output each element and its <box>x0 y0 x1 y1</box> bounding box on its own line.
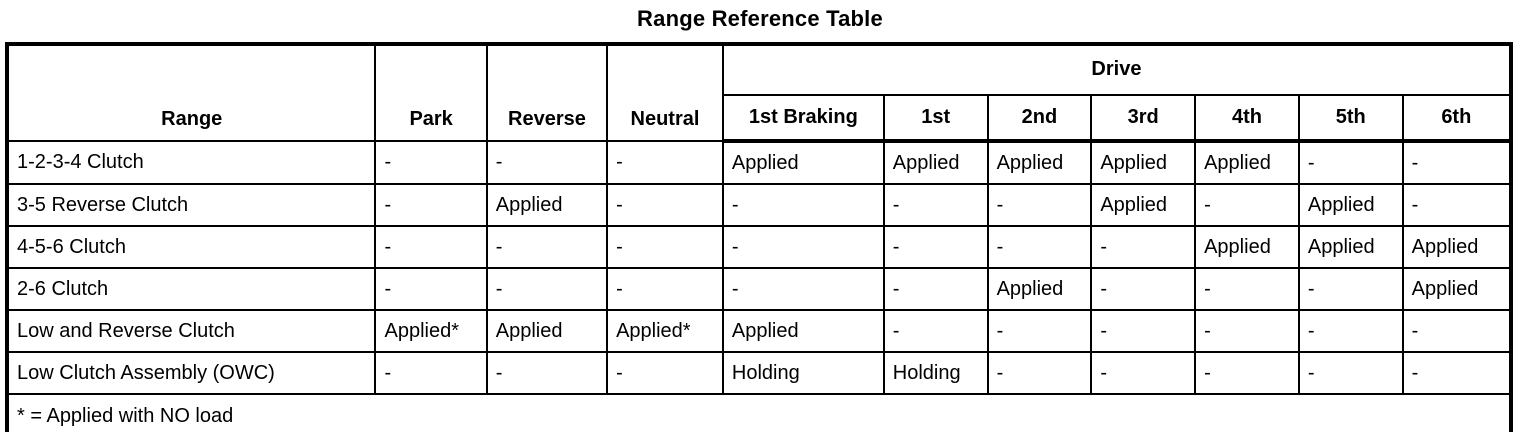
column-header-park: Park <box>374 43 488 142</box>
value-cell: - <box>882 267 989 311</box>
column-header-6th: 6th <box>1401 93 1513 144</box>
value-cell: - <box>1297 351 1404 395</box>
row-label: 2-6 Clutch <box>5 267 377 311</box>
value-cell: - <box>986 183 1093 227</box>
value-cell: - <box>721 183 885 227</box>
column-header-4th: 4th <box>1194 93 1300 144</box>
value-cell: - <box>1090 267 1197 311</box>
value-cell: Applied <box>1090 183 1197 227</box>
column-group-header-drive: Drive <box>721 43 1513 96</box>
value-cell: - <box>606 351 724 395</box>
value-cell: - <box>485 140 609 185</box>
value-cell: - <box>986 309 1093 353</box>
footnote-row: * = Applied with NO load <box>6 393 1512 432</box>
value-cell: - <box>1297 309 1404 353</box>
value-cell: Applied <box>1401 267 1513 311</box>
value-cell: Applied <box>1401 225 1513 269</box>
header-row-drive-gears: 1st Braking 1st 2nd 3rd 4th 5th 6th <box>7 93 1513 144</box>
column-header-5th: 5th <box>1297 93 1404 144</box>
column-header-neutral: Neutral <box>606 43 724 142</box>
value-cell: Applied* <box>374 309 488 353</box>
value-cell: - <box>1194 267 1300 311</box>
value-cell: - <box>1194 309 1300 353</box>
value-cell: - <box>721 267 885 311</box>
value-cell: Applied <box>1194 225 1300 269</box>
value-cell: - <box>485 351 609 395</box>
table-row: 2-6 Clutch-----Applied---Applied <box>5 267 1513 311</box>
value-cell: Applied <box>986 267 1093 311</box>
column-header-range: Range <box>5 43 377 142</box>
value-cell: Applied <box>1090 140 1197 185</box>
value-cell: Holding <box>721 351 885 395</box>
value-cell: Applied <box>986 140 1093 185</box>
value-cell: - <box>986 225 1093 269</box>
row-label: Low and Reverse Clutch <box>5 309 377 353</box>
value-cell: - <box>1194 351 1300 395</box>
value-cell: - <box>606 225 724 269</box>
value-cell: - <box>606 183 724 227</box>
value-cell: - <box>1401 140 1513 185</box>
value-cell: - <box>374 225 488 269</box>
value-cell: Applied <box>1297 183 1404 227</box>
value-cell: - <box>606 267 724 311</box>
value-cell: Applied <box>485 183 609 227</box>
column-header-3rd: 3rd <box>1090 93 1197 144</box>
column-header-2nd: 2nd <box>986 93 1093 144</box>
value-cell: Applied <box>882 140 989 185</box>
value-cell: - <box>1297 267 1404 311</box>
row-label: 4-5-6 Clutch <box>5 225 377 269</box>
value-cell: - <box>374 351 488 395</box>
value-cell: - <box>882 183 989 227</box>
value-cell: - <box>986 351 1093 395</box>
value-cell: - <box>1090 225 1197 269</box>
row-label: 3-5 Reverse Clutch <box>5 183 377 227</box>
column-header-reverse: Reverse <box>485 43 609 142</box>
value-cell: - <box>374 183 488 227</box>
value-cell: - <box>1401 351 1513 395</box>
value-cell: - <box>1090 351 1197 395</box>
value-cell: - <box>1194 183 1300 227</box>
page-title: Range Reference Table <box>637 6 883 31</box>
value-cell: - <box>1297 140 1404 185</box>
value-cell: - <box>1401 183 1513 227</box>
value-cell: - <box>374 140 488 185</box>
value-cell: Applied* <box>606 309 724 353</box>
value-cell: - <box>485 225 609 269</box>
value-cell: - <box>882 225 989 269</box>
value-cell: - <box>485 267 609 311</box>
row-label: 1-2-3-4 Clutch <box>5 140 377 185</box>
footnote: * = Applied with NO load <box>6 393 1512 432</box>
value-cell: - <box>721 225 885 269</box>
value-cell: Applied <box>721 309 885 353</box>
value-cell: - <box>1401 309 1513 353</box>
table-row: 3-5 Reverse Clutch-Applied----Applied-Ap… <box>5 183 1513 227</box>
column-header-1st: 1st <box>882 93 989 144</box>
column-header-1st-braking: 1st Braking <box>721 93 885 144</box>
value-cell: Applied <box>721 140 885 185</box>
value-cell: - <box>374 267 488 311</box>
row-label: Low Clutch Assembly (OWC) <box>5 351 377 395</box>
value-cell: Applied <box>1194 140 1300 185</box>
value-cell: Holding <box>882 351 989 395</box>
range-reference-table: Range Park Reverse Neutral Drive 1st Bra… <box>5 42 1513 432</box>
value-cell: - <box>1090 309 1197 353</box>
value-cell: - <box>606 140 724 185</box>
value-cell: Applied <box>1297 225 1404 269</box>
value-cell: Applied <box>485 309 609 353</box>
header-row-top: Range Park Reverse Neutral Drive <box>5 43 1513 142</box>
value-cell: - <box>882 309 989 353</box>
